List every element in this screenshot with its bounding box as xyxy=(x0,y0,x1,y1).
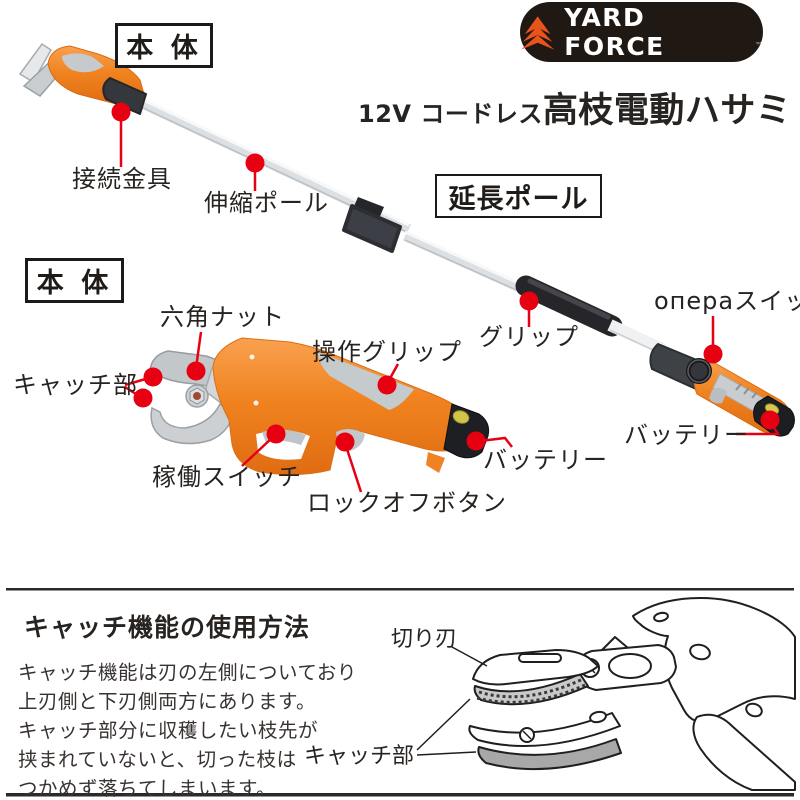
main-unit-box-middle: 本 体 xyxy=(25,258,124,303)
callout-connection-fitting: 接続金具 xyxy=(72,165,172,193)
callout-operation-grip: 操作グリップ xyxy=(312,338,462,366)
pole-foam-grip xyxy=(515,275,623,337)
callout-grip: グリップ xyxy=(479,323,579,351)
body-line: キャッチ機能は刃の左側についており xyxy=(18,661,357,684)
assembled-pruner-photo xyxy=(18,42,795,437)
body-line: 上刃側と下刃側両方にあります。 xyxy=(18,690,317,713)
brand-logo: YARD FORCE ™ xyxy=(520,2,763,62)
yard-force-wordmark: YARD FORCE xyxy=(564,3,665,61)
extension-pole-box: 延長ポール xyxy=(435,174,602,218)
body-line: 挟まれていないと、切った枝は xyxy=(18,748,297,771)
body-line: つかめず落ちてしまいます。 xyxy=(18,777,277,800)
callout-dots xyxy=(111,102,780,452)
catch-pad-drawing xyxy=(477,738,622,771)
pole-clamp xyxy=(342,197,402,253)
diagram-label-cutting-blade: 切り刃 xyxy=(391,627,458,652)
main-unit-box-top: 本 体 xyxy=(115,23,213,68)
catch-feature-heading: キャッチ機能の使用方法 xyxy=(24,613,311,642)
callout-trigger-switch: 稼働スイッチ xyxy=(152,463,302,491)
trademark-symbol: ™ xyxy=(755,41,763,50)
callout-battery-handheld: バッテリー xyxy=(483,446,608,474)
pruner-head xyxy=(18,42,147,115)
title-prefix: 12V コードレス xyxy=(358,100,543,128)
callout-lock-off-button: ロックオフボタン xyxy=(307,489,507,517)
cutting-blade-drawing xyxy=(472,649,599,686)
callout-operation-switch: операスイッチ xyxy=(654,287,800,315)
section-divider-top xyxy=(6,588,794,591)
catch-feature-body: キャッチ機能は刃の左側についており 上刃側と下刃側両方にあります。 キャッチ部分… xyxy=(18,658,357,800)
title-main: 高枝電動ハサミ xyxy=(542,91,792,131)
callout-battery-pole: バッテリー xyxy=(624,421,749,449)
section-divider-bottom xyxy=(6,793,794,797)
body-line: キャッチ部分に収穫したい枝先が xyxy=(18,719,319,742)
yard-force-arrow-icon xyxy=(520,16,555,50)
callout-telescopic-pole: 伸縮ポール xyxy=(204,189,329,217)
diagram-label-catch-part: キャッチ部 xyxy=(304,744,415,769)
catch-diagram xyxy=(416,597,796,791)
callout-hex-nut: 六角ナット xyxy=(160,303,285,331)
product-title: 12V コードレス 高枝電動ハサミ xyxy=(358,82,791,133)
callout-catch-part: キャッチ部 xyxy=(13,371,138,399)
handheld-battery xyxy=(443,403,490,459)
